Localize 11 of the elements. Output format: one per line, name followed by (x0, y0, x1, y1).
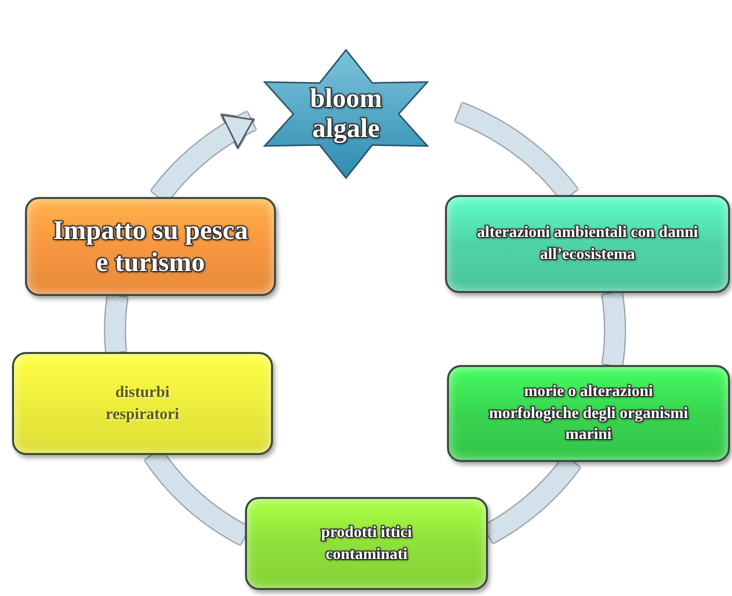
node-label: morie o alterazioni morfologiche degli organismi marini (488, 382, 690, 446)
node-label: prodotti ittici contaminati (320, 522, 413, 564)
node-label: alterazioni ambientali con danni all’ecosistema (476, 223, 699, 265)
process-box (445, 195, 730, 293)
node-label: bloom algale (308, 84, 383, 144)
process-box (245, 497, 488, 590)
process-box (12, 352, 273, 455)
node-label: Impatto su pesca e turismo (52, 215, 249, 278)
process-box (25, 197, 276, 296)
node-label: disturbi respiratori (104, 382, 180, 424)
process-box (447, 365, 730, 462)
